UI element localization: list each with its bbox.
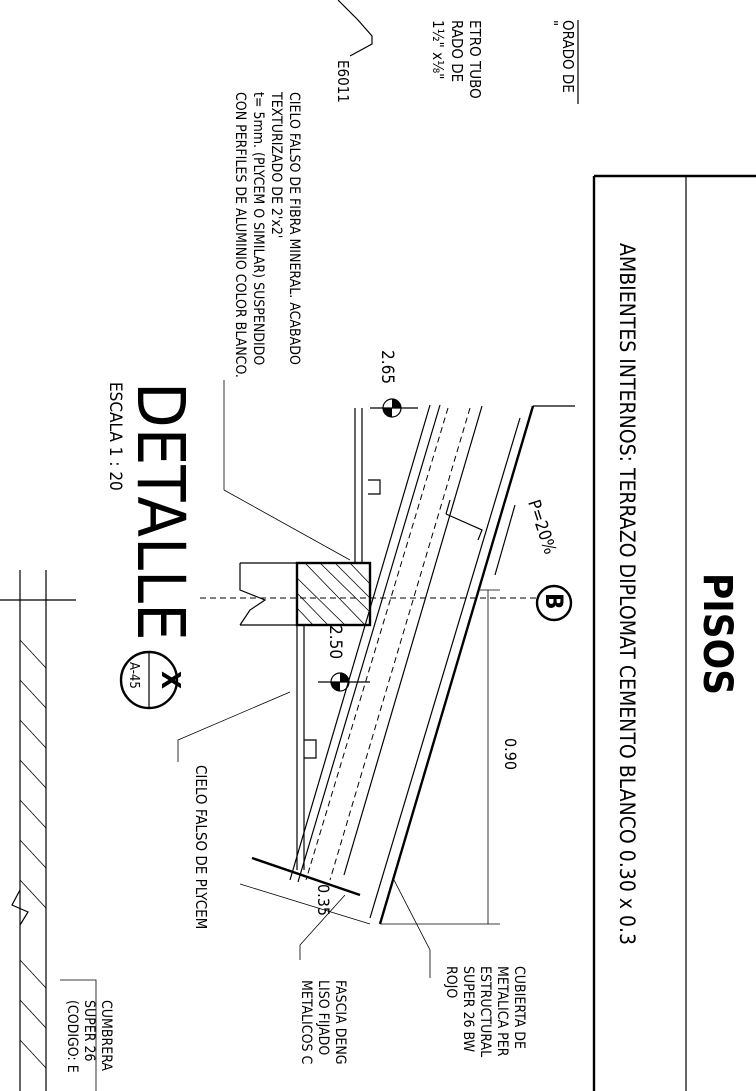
cubierta-3: ESTRUCTURAL (477, 966, 493, 1057)
roof-section: 2.65 2.50 B P=20% 0.90 0.35 (177, 350, 575, 978)
floors-spec: AMBIENTES INTERNOS: TERRAZO DIPLOMAT CEM… (615, 243, 639, 945)
fascia-3: METALICOS C (298, 980, 314, 1064)
level-2-label: 2.50 (325, 625, 345, 659)
cielo-note-2: TEXTURIZADO DE 2'x2' (268, 91, 284, 238)
beam-hatch (296, 562, 371, 626)
note-fragment-1: ORADO DE (559, 20, 577, 93)
cubierta-4: SUPER 26 BW (460, 966, 476, 1053)
detail-ref-sheet: A-45 (126, 662, 141, 689)
bottom-notes: CIELO FALSO DE PLYCEM CUBIERTA DE METALI… (60, 765, 527, 1091)
tubo-line-2: RADO DE (448, 20, 466, 82)
slope-label: P=20% (523, 497, 559, 556)
axis-bubble (535, 584, 573, 622)
top-notes: ORADO DE " ETRO TUBO RADO DE 1½" x⅛" E60… (223, 0, 579, 561)
level-1-label: 2.65 (377, 350, 397, 384)
note-fragment-2: " (543, 20, 561, 26)
cubierta-2: METALICA PER (494, 966, 510, 1057)
fascia-2: LISO FIJADO (315, 980, 331, 1055)
dim-0-90: 0.90 (501, 738, 520, 770)
cumbrera-3: (CODIGO: E (64, 1000, 80, 1073)
detail-title: DETALLE (122, 382, 199, 641)
cubierta-5: ROJO (443, 966, 459, 998)
tubo-line-1: ETRO TUBO (466, 20, 484, 99)
cielo-note-4: CON PERFILES DE ALUMINIO COLOR BLANCO. (232, 92, 248, 378)
cumbrera-2: SUPER 26 (81, 1000, 97, 1062)
detail-title-block: DETALLE ESCALA 1 : 20 X A-45 (105, 382, 199, 710)
fascia-1: FASCIA DENG (332, 980, 348, 1065)
axis-label: B (540, 593, 568, 609)
level-marker-2: 2.50 (318, 625, 370, 692)
tubo-line-3: 1½" x⅛" (429, 20, 447, 79)
detail-ref-letter: X (155, 671, 185, 689)
cubierta-1: CUBIERTA DE (511, 966, 527, 1049)
plycem-label: CIELO FALSO DE PLYCEM (192, 765, 210, 929)
level-marker-1: 2.65 (370, 350, 418, 418)
detail-scale: ESCALA 1 : 20 (105, 382, 125, 491)
cielo-note-1: CIELO FALSO DE FIBRA MINERAL. ACABADO (286, 92, 302, 365)
floors-title: PISOS (694, 573, 740, 695)
cumbrera-1: CUMBRERA (98, 1000, 114, 1071)
cielo-note-3: t= 5mm. (PLYCEM O SIMILAR) SUSPENDIDO (250, 92, 266, 365)
lower-left-hatched-element (0, 570, 76, 1091)
electrode-label: E6011 (334, 60, 352, 103)
dim-0-35: 0.35 (314, 884, 333, 916)
floors-table: PISOS AMBIENTES INTERNOS: TERRAZO DIPLOM… (592, 174, 756, 1091)
